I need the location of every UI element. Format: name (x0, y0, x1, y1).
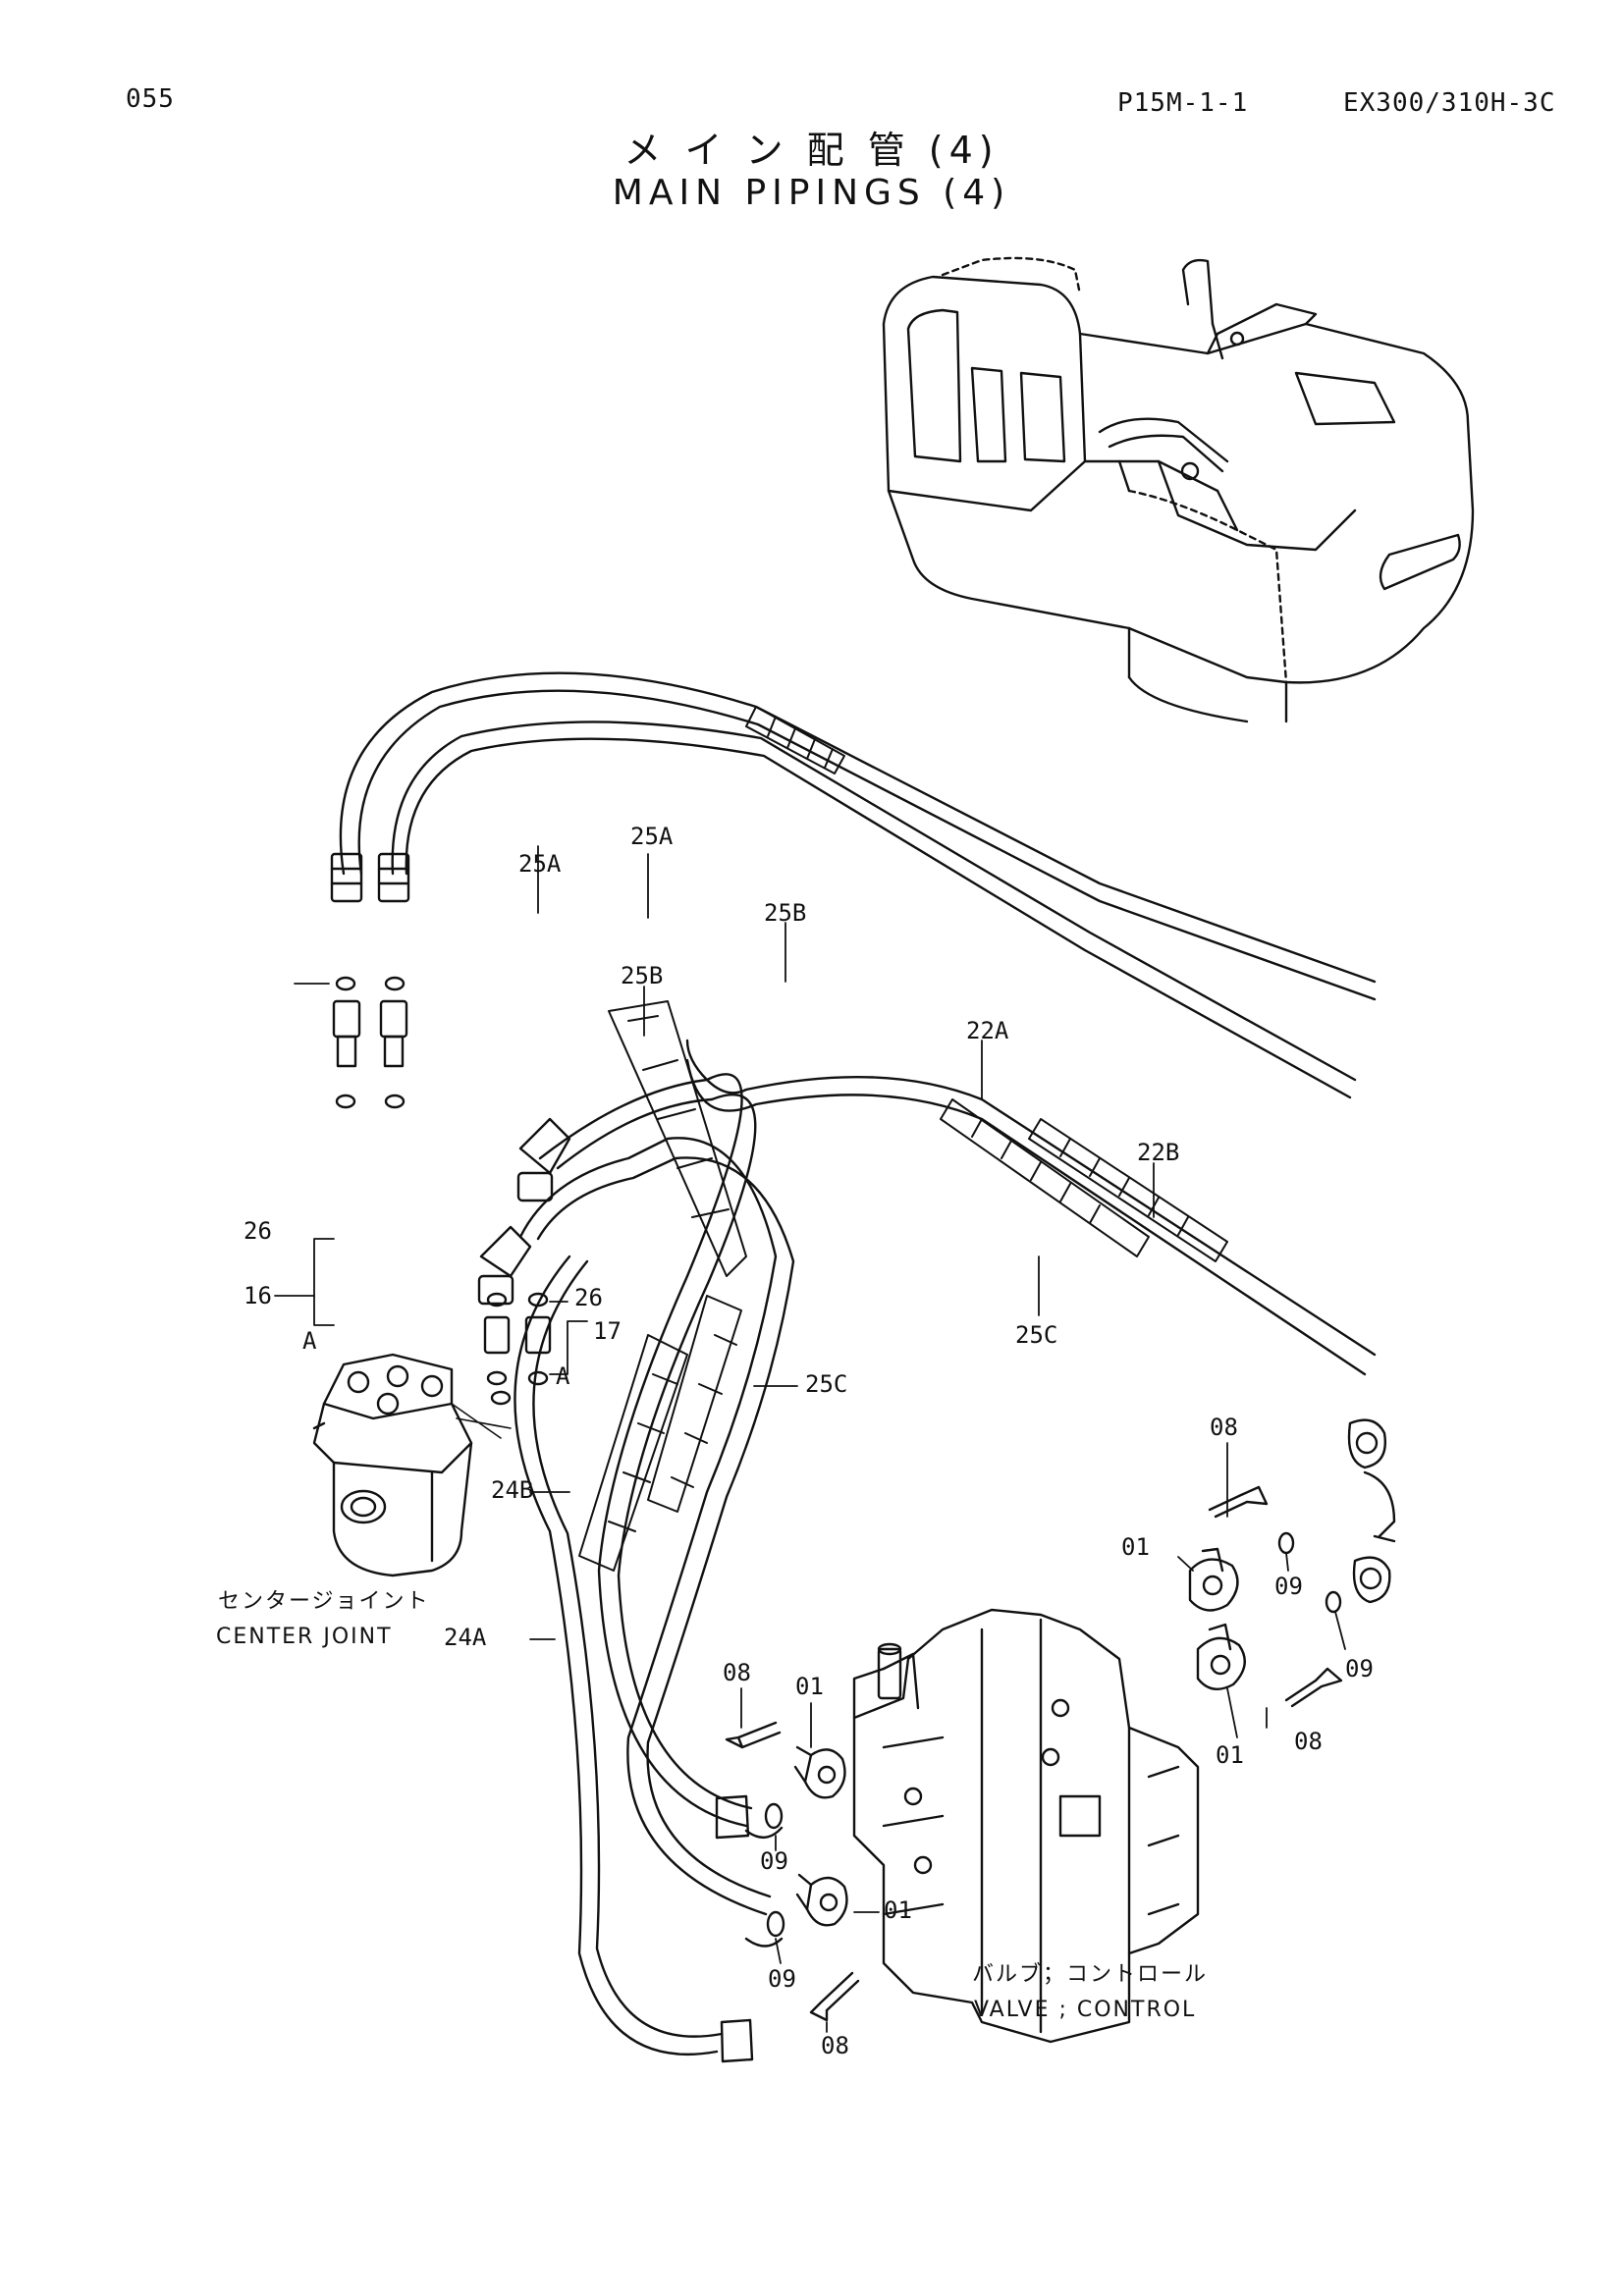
callout-01-left-upper: 01 (795, 1673, 824, 1700)
hose-25a (339, 671, 1377, 1099)
figure-code: P15M-1-1 (1117, 88, 1249, 118)
callout-25c-right: 25C (1015, 1321, 1057, 1349)
spiral-guard-24b (578, 1334, 688, 1572)
callout-a-left: A (302, 1327, 317, 1355)
center-joint (312, 1353, 512, 1577)
page-title-japanese: メ イ ン 配 管 (4) (623, 129, 1000, 172)
flange-left-upper (725, 1721, 846, 1839)
callout-labels: 25A 25A 25B 25B 22A 22B 25C 25C 26 26 16… (243, 823, 1374, 2059)
callout-01-right-lower: 01 (1216, 1741, 1244, 1769)
hose-end-fittings (330, 852, 571, 1306)
model-code: EX300/310H-3C (1343, 88, 1556, 118)
callout-22a: 22A (966, 1017, 1009, 1044)
callout-25b-top: 25B (764, 899, 806, 927)
hose-25c (518, 1137, 795, 1916)
callout-22b: 22B (1137, 1139, 1179, 1166)
adapters-16 (332, 976, 408, 1109)
excavator-overview (882, 256, 1475, 723)
callout-26-right: 26 (574, 1284, 603, 1311)
valve-label-en: VALVE ; CONTROL (974, 1998, 1196, 2022)
valve-label-jp: バルブ；コントロール (972, 1962, 1208, 1987)
callout-08-right-lower: 08 (1294, 1728, 1323, 1755)
center-joint-label-jp: センタージョイント (218, 1589, 430, 1614)
callout-16: 16 (243, 1282, 272, 1309)
flange-left-lower (744, 1873, 860, 2022)
spiral-guard-25b-top (745, 706, 845, 774)
callout-09-right-lower: 09 (1345, 1655, 1374, 1682)
hose-24a (514, 1255, 724, 2056)
callout-01-left-lower: 01 (884, 1896, 912, 1924)
callout-26-left: 26 (243, 1217, 272, 1245)
spiral-guard-22b (1028, 1118, 1228, 1262)
callout-25b-mid: 25B (621, 962, 663, 989)
callout-09-left-upper: 09 (760, 1847, 788, 1875)
callout-09-left-lower: 09 (768, 1965, 796, 1993)
spiral-guard-25b-mid (608, 1000, 747, 1277)
hose-flange-ends-right (1347, 1418, 1396, 1604)
callout-08-left-lower: 08 (821, 2032, 849, 2059)
callout-01-right-upper: 01 (1121, 1533, 1150, 1561)
center-joint-label-en: CENTER JOINT (216, 1625, 393, 1649)
callout-24b: 24B (491, 1476, 533, 1504)
callout-08-left-upper: 08 (723, 1659, 751, 1686)
page-number: 055 (126, 84, 175, 114)
callout-08-right-upper: 08 (1210, 1414, 1238, 1441)
callout-25a-left: 25A (518, 850, 562, 878)
page-title-english: MAIN PIPINGS (4) (612, 173, 1011, 213)
hose-flange-ends-left (715, 1794, 754, 2063)
flange-right-upper (1188, 1485, 1295, 1612)
callout-17: 17 (593, 1317, 622, 1345)
adapters-17 (483, 1292, 552, 1406)
spiral-guard-25c-lower (647, 1295, 742, 1513)
callout-a-right: A (556, 1362, 570, 1390)
component-captions: センタージョイント CENTER JOINT バルブ；コントロール VALVE … (216, 1589, 1208, 2022)
spiral-guard-25c-upper (940, 1098, 1150, 1257)
callout-24a: 24A (444, 1624, 487, 1651)
control-valve (852, 1608, 1200, 2044)
callout-09-right-upper: 09 (1274, 1573, 1303, 1600)
flange-right-lower (1196, 1590, 1343, 1708)
callout-25c-left: 25C (805, 1370, 847, 1398)
callout-25a-right: 25A (630, 823, 674, 850)
leader-lines (274, 845, 1346, 2033)
